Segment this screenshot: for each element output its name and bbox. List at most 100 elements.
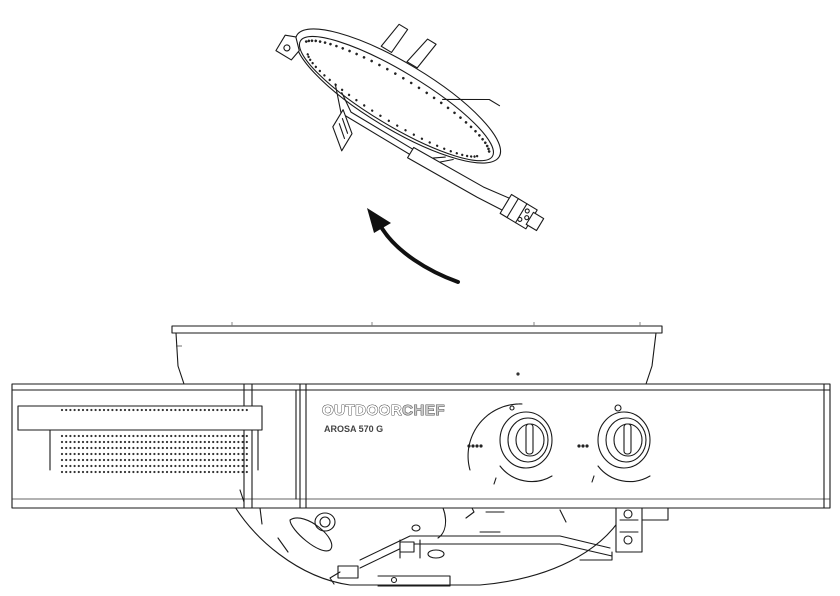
vent-hole (128, 458, 131, 462)
vent-hole (186, 408, 190, 412)
upper-tub (175, 332, 657, 385)
port-hole (409, 81, 413, 85)
port-hole (469, 155, 473, 158)
vent-hole (182, 446, 185, 450)
vent-hole (220, 440, 223, 444)
vent-hole (77, 408, 80, 412)
vent-hole (220, 408, 223, 412)
vent-hole (65, 446, 68, 450)
vent-hole (115, 446, 118, 450)
vent-hole (186, 446, 190, 450)
vent-hole (140, 434, 143, 438)
port-hole (328, 78, 331, 82)
vent-hole (140, 458, 143, 462)
port-hole (394, 72, 397, 75)
vent-hole (111, 458, 114, 462)
vent-hole (216, 440, 219, 444)
vent-hole (65, 440, 68, 444)
vent-hole (174, 446, 177, 450)
vent-hole (186, 458, 190, 462)
port-hole (304, 40, 308, 43)
port-hole (335, 44, 338, 48)
vent-hole (153, 470, 156, 474)
vent-hole (69, 440, 72, 444)
vent-hole (241, 440, 244, 444)
vent-hole (186, 434, 190, 438)
vent-hole (228, 434, 232, 438)
vent-hole (149, 440, 152, 444)
vent-hole (233, 452, 236, 456)
vent-hole (60, 434, 64, 438)
vent-hole (94, 440, 97, 444)
vent-hole (220, 458, 223, 462)
port-hole (323, 74, 326, 77)
port-hole (469, 125, 473, 129)
vent-hole (102, 440, 106, 444)
vent-hole (207, 452, 211, 456)
vent-hole (178, 434, 181, 438)
control-knob-icon[interactable] (467, 403, 553, 485)
vent-hole (111, 408, 114, 412)
vent-hole (60, 458, 64, 462)
vent-hole (144, 452, 148, 456)
vent-hole (241, 434, 244, 438)
vent-hole (73, 440, 76, 444)
vent-hole (69, 452, 72, 456)
port-hole (308, 58, 312, 62)
vent-hole (170, 434, 173, 438)
vent-hole (157, 408, 160, 412)
vent-hole (132, 408, 135, 412)
vent-hole (212, 440, 215, 444)
vent-hole (199, 464, 202, 468)
control-knob-icon[interactable] (577, 404, 651, 483)
vent-hole (111, 464, 114, 468)
vent-hole (195, 464, 198, 468)
port-hole (446, 106, 450, 110)
vent-hole (153, 434, 156, 438)
vent-hole (81, 458, 85, 462)
vent-hole (170, 458, 173, 462)
vent-hole (212, 470, 215, 474)
vent-hole (199, 446, 202, 450)
vent-hole (123, 464, 127, 468)
vent-hole (132, 446, 135, 450)
vent-hole (153, 464, 156, 468)
vent-hole (86, 458, 89, 462)
vent-hole (69, 446, 72, 450)
vent-hole (102, 408, 106, 412)
port-hole (362, 56, 366, 59)
vent-hole (119, 446, 122, 450)
port-hole (348, 49, 351, 53)
vent-hole (98, 452, 101, 456)
vent-hole (119, 464, 122, 468)
vent-hole (90, 446, 93, 450)
port-hole (318, 40, 322, 43)
vent-hole (212, 408, 215, 412)
vent-hole (182, 464, 185, 468)
vent-hole (178, 470, 181, 474)
vent-hole (237, 446, 240, 450)
vent-hole (140, 464, 143, 468)
vent-hole (170, 470, 173, 474)
vent-hole (212, 452, 215, 456)
vent-hole (136, 464, 139, 468)
vent-hole (207, 434, 211, 438)
vent-hole (94, 458, 97, 462)
port-hole (449, 150, 452, 153)
vent-hole (203, 464, 206, 468)
vent-hole (132, 452, 135, 456)
port-hole (307, 55, 310, 59)
vent-hole (73, 452, 76, 456)
port-hole (378, 63, 381, 67)
port-hole (475, 154, 479, 158)
vent-hole (216, 458, 219, 462)
vent-hole (174, 440, 177, 444)
vent-hole (81, 446, 85, 450)
vent-hole (77, 470, 80, 474)
vent-hole (174, 452, 177, 456)
vent-hole (115, 470, 118, 474)
vent-hole (107, 458, 110, 462)
vent-hole (195, 470, 198, 474)
vent-hole (119, 458, 122, 462)
vent-hole (69, 458, 72, 462)
